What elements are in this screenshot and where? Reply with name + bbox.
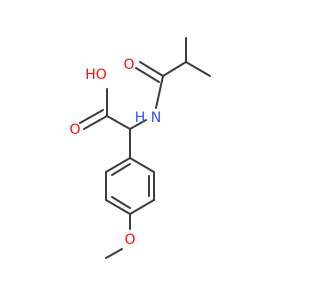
acid-carbonyl-oxygen-label: O (69, 122, 80, 138)
bond-ring-1 (129, 157, 155, 173)
amide-nitrogen-label: N (151, 110, 161, 126)
bond-ring-inner-top (111, 163, 131, 176)
amide-hydrogen-label: H (135, 110, 146, 126)
bond-alpha-carboxyl (106, 115, 131, 130)
bond-amide-co-2 (135, 67, 160, 83)
bond-ring-6 (105, 157, 131, 173)
amide-carbonyl-oxygen-label: O (123, 57, 134, 73)
ether-oxygen-label: O (124, 232, 135, 248)
atom-label-layer: HO O N H O O (69, 57, 161, 248)
bond-carboxyl-co-2 (79, 109, 104, 124)
hydroxyl-label: HO (85, 67, 107, 83)
bond-isopropyl-carbonyl (162, 61, 187, 77)
bond-layer (79, 37, 211, 259)
bond-amide-co-1 (139, 61, 164, 77)
bond-oxygen-methyl (105, 248, 123, 259)
bond-isopropyl-right (185, 61, 211, 77)
bond-ring-3 (129, 199, 155, 215)
molecule-structure: HO O N H O O (69, 37, 211, 259)
bond-carboxyl-co-1 (83, 115, 108, 130)
bond-n-alpha (129, 119, 147, 130)
bond-amide-cn (155, 75, 164, 109)
bond-ring-4 (105, 199, 131, 215)
bond-ring-inner-bottom (111, 196, 131, 209)
